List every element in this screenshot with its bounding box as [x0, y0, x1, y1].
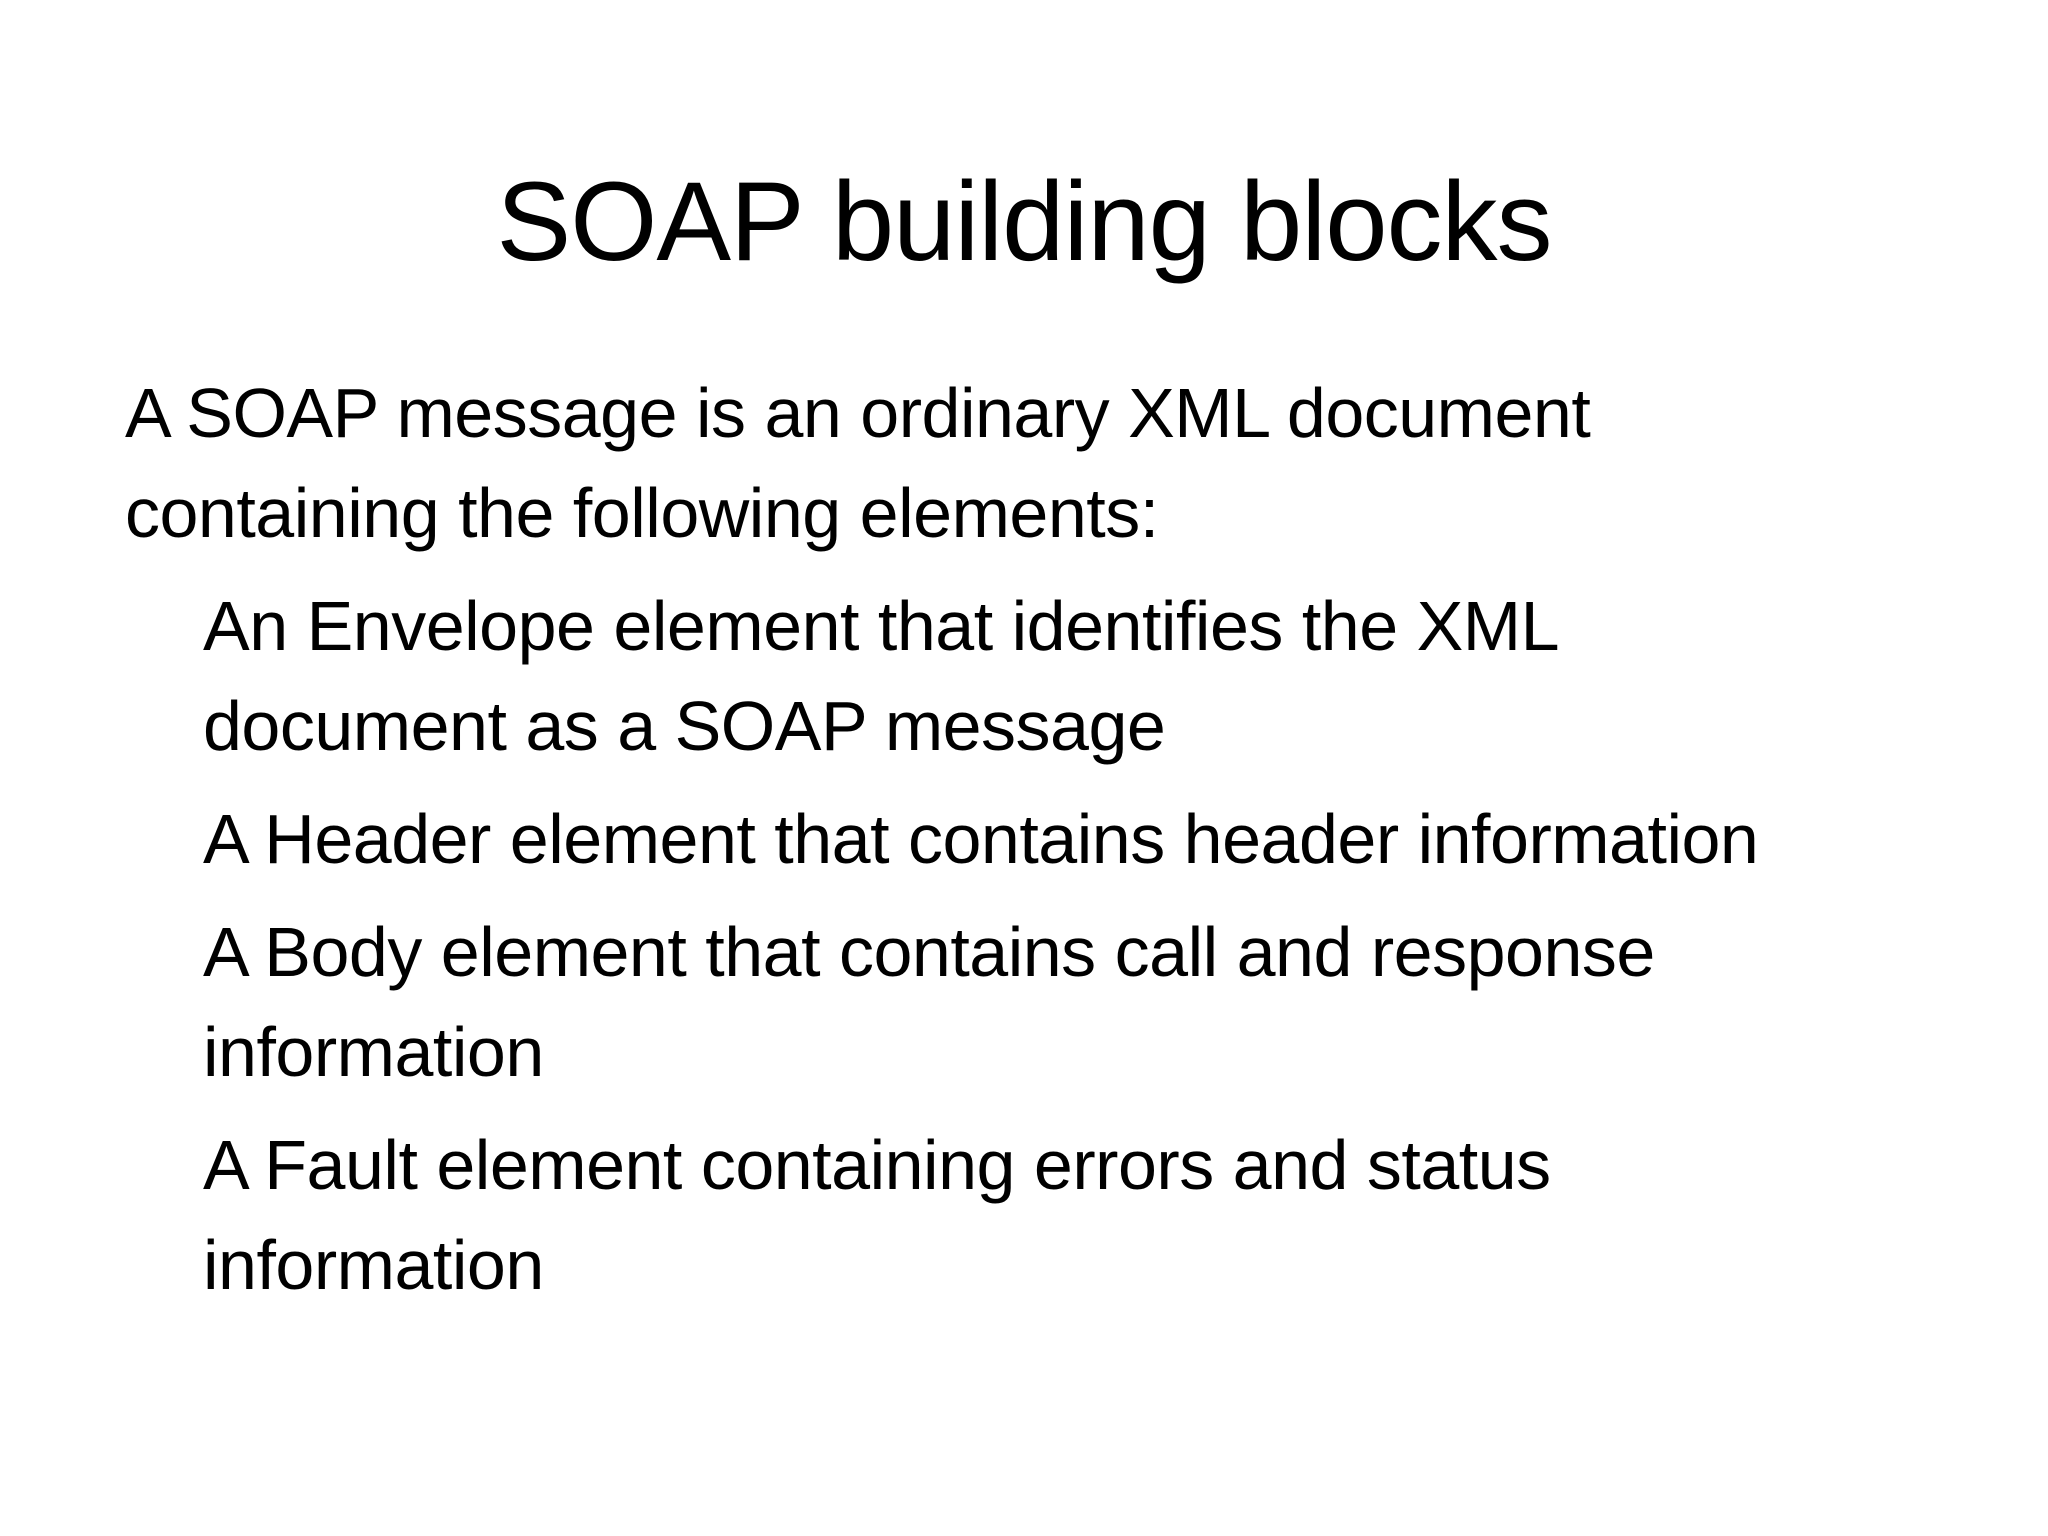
list-item: A Body element that contains call and re…	[125, 902, 1955, 1102]
slide-title: SOAP building blocks	[496, 159, 1553, 284]
bullet-list: An Envelope element that identifies the …	[125, 576, 1955, 1315]
bullet-marker	[125, 789, 203, 889]
bullet-marker	[125, 902, 203, 1102]
bullet-marker	[125, 576, 203, 776]
list-item: A Fault element containing errors and st…	[125, 1115, 1955, 1315]
bullet-marker	[125, 1115, 203, 1315]
list-item: A Header element that contains header in…	[125, 789, 1955, 889]
intro-paragraph: A SOAP message is an ordinary XML docume…	[125, 374, 1591, 552]
list-item: An Envelope element that identifies the …	[125, 576, 1955, 776]
bullet-text: A Header element that contains header in…	[203, 800, 1759, 878]
bullet-text: A Body element that contains call and re…	[203, 913, 1655, 1091]
bullet-text: A Fault element containing errors and st…	[203, 1126, 1551, 1304]
bullet-text: An Envelope element that identifies the …	[203, 587, 1560, 765]
slide-body: A SOAP message is an ordinary XML docume…	[125, 363, 1955, 1315]
